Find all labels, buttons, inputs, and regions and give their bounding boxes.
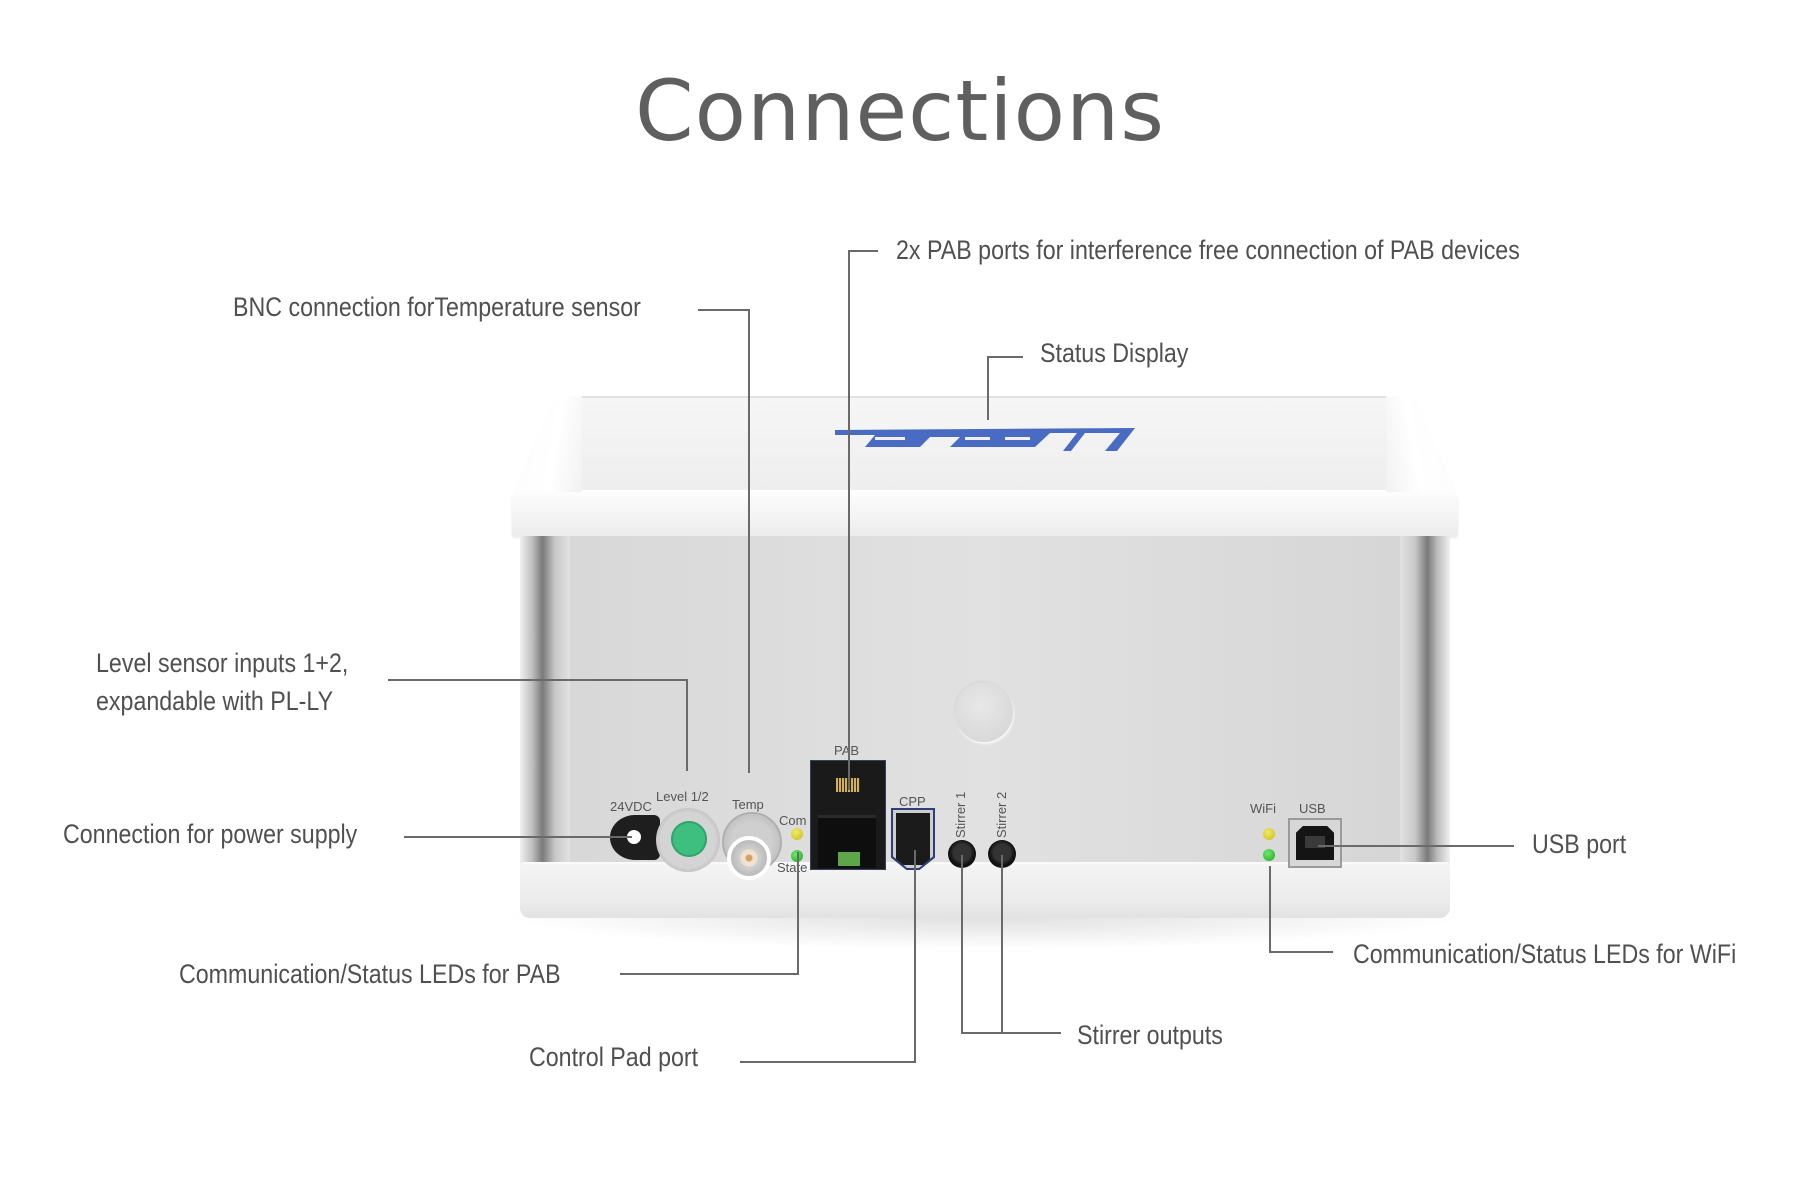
device-lid-left-bevel [512, 396, 582, 496]
port-label-24vdc: 24VDC [610, 799, 652, 814]
callout-control-pad: Control Pad port [529, 1042, 699, 1072]
leader-cpp-h [740, 1061, 916, 1063]
callout-power-supply: Connection for power supply [63, 819, 358, 849]
pab-com-led [791, 828, 803, 840]
ths-logo-icon [835, 428, 1135, 451]
device-lid-right-bevel [1386, 396, 1458, 496]
port-label-stirrer-1: Stirrer 1 [953, 791, 968, 838]
leader-level-v [686, 679, 688, 771]
bnc-temp-port [727, 836, 771, 880]
port-label-pab: PAB [834, 743, 860, 758]
leader-pab-leds-h [620, 973, 799, 975]
leader-pab-h [848, 250, 878, 252]
leader-pab-leds-v [797, 852, 799, 975]
port-label-level: Level 1/2 [656, 789, 709, 804]
level-sensor-connector [671, 821, 707, 857]
device-round-cap [955, 682, 1013, 742]
device-base [520, 862, 1450, 918]
leader-bnc-h [698, 309, 750, 311]
port-label-wifi: WiFi [1250, 801, 1276, 816]
leader-pab-v [848, 250, 850, 790]
page-title: Connections [634, 62, 1166, 160]
callout-bnc-temperature: BNC connection forTemperature sensor [233, 292, 641, 322]
pab-port-tab [838, 852, 860, 866]
leader-status-h [987, 356, 1023, 358]
leader-cpp-v [914, 850, 916, 1063]
port-label-temp: Temp [732, 797, 764, 812]
wifi-com-led [1263, 828, 1275, 840]
leader-level-h [388, 679, 688, 681]
port-label-cpp: CPP [899, 794, 926, 809]
callout-level-sensor-line2: expandable with PL-LY [96, 686, 334, 716]
leader-usb-h [1318, 845, 1514, 847]
leader-wifi-h [1269, 951, 1333, 953]
callout-stirrer-outputs: Stirrer outputs [1077, 1020, 1223, 1050]
wifi-state-led [1263, 849, 1275, 861]
leader-power-h [404, 836, 632, 838]
callout-pab-ports: 2x PAB ports for interference free conne… [896, 235, 1520, 265]
device-left-pillar [520, 536, 570, 876]
callout-pab-leds: Communication/Status LEDs for PAB [179, 959, 561, 989]
leader-wifi-v [1269, 866, 1271, 953]
port-label-state: State [777, 860, 808, 875]
leader-stirrer-h [961, 1032, 1061, 1034]
device-lid-front [512, 492, 1458, 536]
leader-stirrer2-v [1001, 855, 1003, 1034]
control-pad-port [893, 810, 933, 868]
leader-bnc-v [748, 309, 750, 773]
port-label-stirrer-2: Stirrer 2 [994, 791, 1009, 838]
callout-status-display: Status Display [1040, 338, 1189, 368]
callout-wifi-leds: Communication/Status LEDs for WiFi [1353, 939, 1737, 969]
port-label-usb: USB [1299, 801, 1326, 816]
leader-status-v [987, 356, 989, 420]
leader-stirrer1-v [961, 855, 963, 1034]
port-label-com: Com [779, 813, 807, 828]
device-right-pillar [1400, 536, 1450, 876]
callout-usb-port: USB port [1532, 829, 1627, 859]
callout-level-sensor-line1: Level sensor inputs 1+2, [96, 648, 349, 678]
